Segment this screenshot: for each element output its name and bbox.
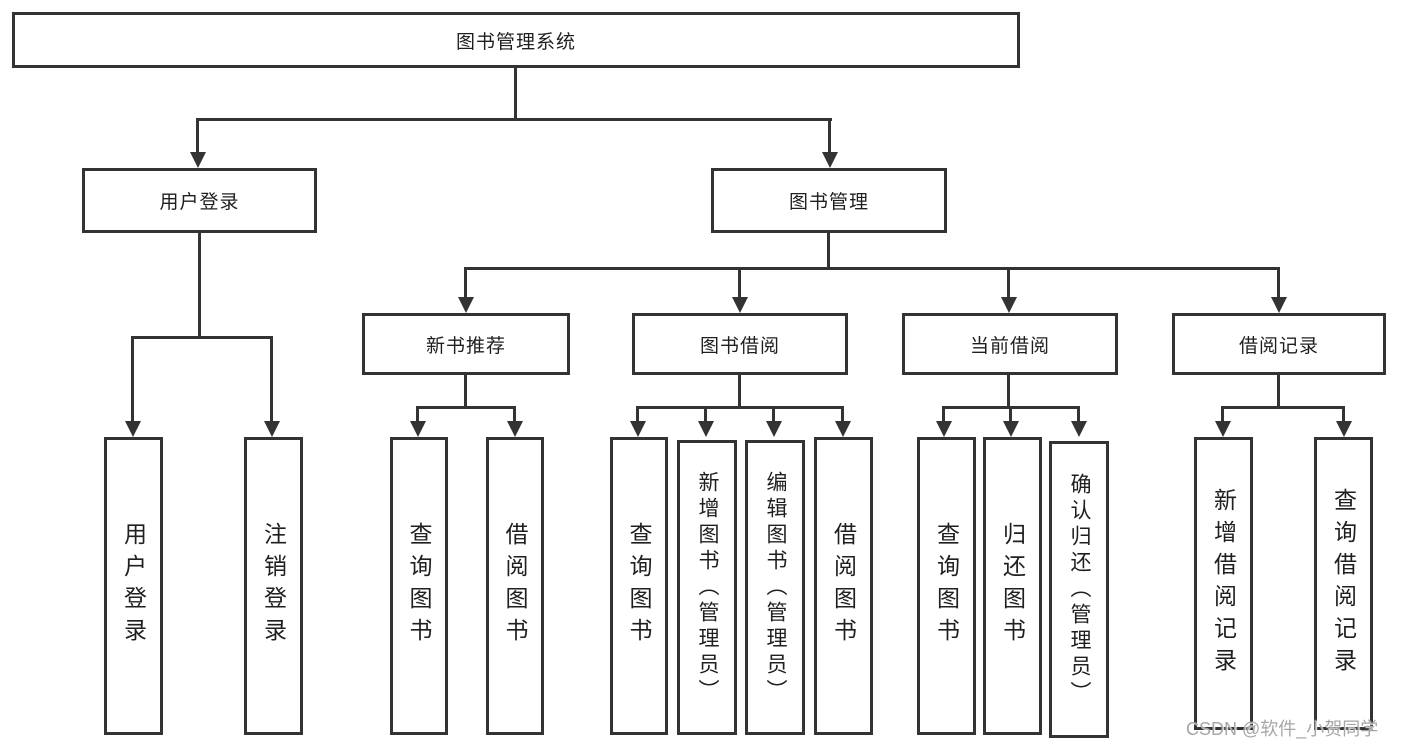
- leaf-recommend-borrow-book: 借阅图书: [486, 437, 544, 735]
- arrow-down-icon: [264, 421, 280, 437]
- arrow-down-icon: [835, 421, 851, 437]
- connector-line: [1277, 375, 1280, 406]
- arrow-down-icon: [1336, 421, 1352, 437]
- arrow-down-icon: [507, 421, 523, 437]
- leaf-add-borrow-record: 新增借阅记录: [1194, 437, 1253, 730]
- arrow-down-icon: [630, 421, 646, 437]
- connector-line: [131, 336, 273, 339]
- connector-line: [270, 336, 273, 421]
- connector-line: [827, 233, 830, 267]
- arrow-down-icon: [766, 421, 782, 437]
- node-book-management: 图书管理: [711, 168, 947, 233]
- connector-line: [704, 406, 707, 421]
- connector-line: [636, 406, 639, 421]
- leaf-current-query-book-label: 查询图书: [933, 522, 960, 650]
- connector-line: [738, 375, 741, 406]
- connector-line: [416, 406, 419, 421]
- arrow-down-icon: [698, 421, 714, 437]
- leaf-confirm-return-admin: 确认归还（管理员）: [1049, 441, 1109, 738]
- connector-line: [1277, 267, 1280, 297]
- leaf-current-query-book: 查询图书: [917, 437, 976, 735]
- leaf-query-borrow-record: 查询借阅记录: [1314, 437, 1373, 730]
- connector-line: [1077, 406, 1080, 421]
- leaf-add-book-admin: 新增图书（管理员）: [677, 440, 737, 735]
- connector-line: [1221, 406, 1224, 421]
- node-current-borrowing: 当前借阅: [902, 313, 1118, 375]
- leaf-add-book-admin-label: 新增图书（管理员）: [696, 470, 719, 705]
- arrow-down-icon: [125, 421, 141, 437]
- connector-line: [196, 118, 832, 121]
- leaf-borrowing-query-book-label: 查询图书: [626, 522, 652, 650]
- connector-line: [772, 406, 775, 421]
- leaf-user-login-label: 用户登录: [120, 522, 147, 650]
- connector-line: [841, 406, 844, 421]
- leaf-recommend-query-book-label: 查询图书: [406, 522, 432, 650]
- node-borrowing-records: 借阅记录: [1172, 313, 1386, 375]
- connector-line: [738, 267, 741, 297]
- leaf-query-borrow-record-label: 查询借阅记录: [1330, 487, 1357, 680]
- leaf-recommend-borrow-book-label: 借阅图书: [502, 522, 528, 650]
- arrow-down-icon: [1003, 421, 1019, 437]
- connector-line: [636, 406, 844, 409]
- node-root: 图书管理系统: [12, 12, 1020, 68]
- arrow-down-icon: [936, 421, 952, 437]
- node-book-borrowing-label: 图书借阅: [699, 335, 780, 357]
- leaf-logout: 注销登录: [244, 437, 303, 735]
- leaf-return-book-label: 归还图书: [999, 522, 1026, 650]
- arrow-down-icon: [190, 152, 206, 168]
- node-root-label: 图书管理系统: [455, 31, 576, 53]
- connector-line: [513, 406, 516, 421]
- connector-line: [464, 375, 467, 406]
- leaf-borrowing-query-book: 查询图书: [610, 437, 668, 735]
- leaf-borrowing-borrow-book-label: 借阅图书: [830, 522, 857, 650]
- connector-line: [1221, 406, 1345, 409]
- leaf-borrowing-borrow-book: 借阅图书: [814, 437, 873, 735]
- node-current-borrowing-label: 当前借阅: [969, 335, 1050, 357]
- connector-line: [828, 118, 831, 152]
- arrow-down-icon: [1071, 421, 1087, 437]
- connector-line: [131, 336, 134, 421]
- arrow-down-icon: [1271, 297, 1287, 313]
- connector-line: [464, 267, 467, 297]
- leaf-recommend-query-book: 查询图书: [390, 437, 448, 735]
- node-new-book-recommend-label: 新书推荐: [425, 335, 506, 357]
- connector-line: [1342, 406, 1345, 421]
- leaf-logout-label: 注销登录: [260, 522, 287, 650]
- node-user-login-label: 用户登录: [159, 192, 240, 213]
- node-borrowing-records-label: 借阅记录: [1238, 335, 1319, 357]
- arrow-down-icon: [1215, 421, 1231, 437]
- node-book-borrowing: 图书借阅: [632, 313, 848, 375]
- arrow-down-icon: [732, 297, 748, 313]
- leaf-confirm-return-admin-label: 确认归还（管理员）: [1068, 472, 1091, 707]
- arrow-down-icon: [1001, 297, 1017, 313]
- node-user-login: 用户登录: [82, 168, 317, 233]
- arrow-down-icon: [410, 421, 426, 437]
- connector-line: [198, 233, 201, 336]
- connector-line: [514, 68, 517, 118]
- node-book-management-label: 图书管理: [788, 192, 869, 213]
- leaf-edit-book-admin-label: 编辑图书（管理员）: [764, 470, 787, 705]
- node-new-book-recommend: 新书推荐: [362, 313, 570, 375]
- connector-line: [1009, 406, 1012, 421]
- leaf-return-book: 归还图书: [983, 437, 1042, 735]
- connector-line: [196, 118, 199, 152]
- connector-line: [416, 406, 516, 409]
- leaf-user-login: 用户登录: [104, 437, 163, 735]
- csdn-watermark: CSDN @软件_小贺同学: [1186, 719, 1379, 739]
- arrow-down-icon: [458, 297, 474, 313]
- leaf-edit-book-admin: 编辑图书（管理员）: [745, 440, 805, 735]
- connector-line: [942, 406, 945, 421]
- connector-line: [464, 267, 1280, 270]
- arrow-down-icon: [822, 152, 838, 168]
- connector-line: [1007, 267, 1010, 297]
- leaf-add-borrow-record-label: 新增借阅记录: [1210, 487, 1237, 680]
- connector-line: [1007, 375, 1010, 406]
